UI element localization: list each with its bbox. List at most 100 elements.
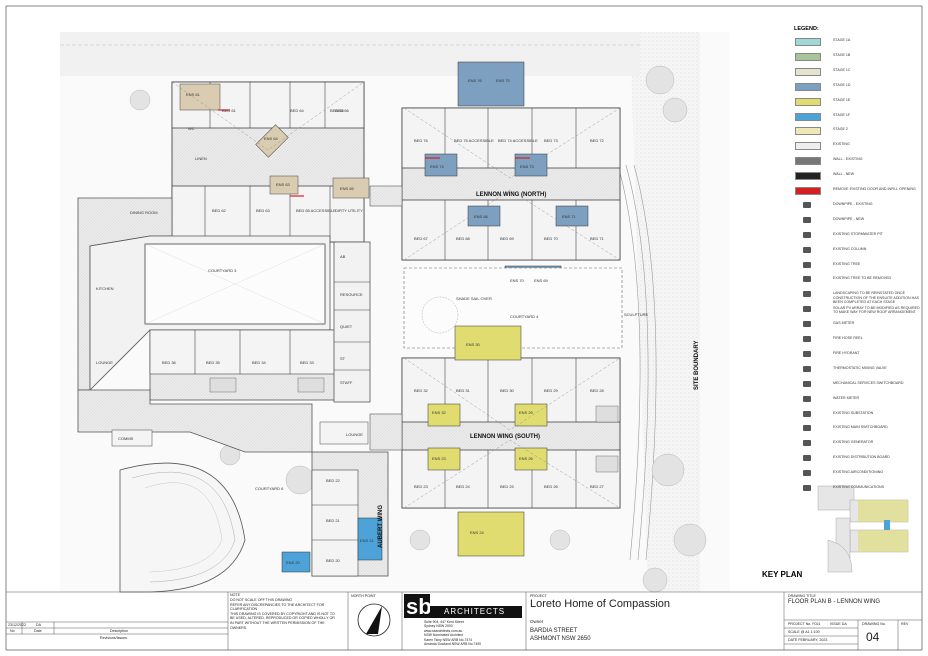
architect-address-line: Sydney NSW 2000 [424,624,453,629]
room-label: LOUNGE [346,432,363,437]
legend-swatch [803,395,811,402]
room-label: BED 24 [456,484,471,489]
legend-label: MECHANICAL SERVICES SWITCHBOARD [833,380,904,385]
room-label: BED 29 [544,388,559,393]
project-number: PROJECT No. F021 [788,622,821,626]
revision-col-description: Description [110,629,128,633]
legend-label: EXISTING AIRCONDITIONING [833,470,884,475]
legend-swatch [795,38,821,46]
room-label: BED 75 ACCESSIBLE [454,138,494,143]
room-label: BED 61 [222,108,237,113]
legend-label: WALL - NEW [833,172,855,177]
legend-item: STAGE 1D [787,81,927,95]
note-line: OWNERS. [230,625,248,630]
legend-item: STAGE 1F [787,111,927,125]
legend-label: EXISTING TREE [833,261,861,266]
room-label: BED 69 [500,236,515,241]
legend-item: DOWNPIPE - NEW [787,215,927,229]
ensuite-label: ENS 68 [474,214,489,219]
legend-label: DOWNPIPE - EXISTING [833,201,873,206]
ensuite-label: ENS 64 [264,136,279,141]
sculpture-label: SCULPTURE [624,312,649,317]
room-label: BED 31 [456,388,471,393]
legend-label: EXISTING STORMWATER PIT [833,231,883,236]
sb-architects-logo: sb [404,594,522,619]
room-label: WC [188,126,195,131]
courtyard-3-label: COURTYARD 3 [208,268,237,273]
room-label: DINING ROOM [130,210,158,215]
legend-swatch [795,187,821,195]
note-line: CLARIFICATION [230,607,258,612]
legend-item: EXISTING SUBSTATION [787,409,927,423]
room-label: LINEN [195,156,207,161]
ensuite-label: ENS 69 [534,278,549,283]
rev-label: REV [901,622,909,626]
owner-label: Owner [530,619,544,624]
room-label: BED 35 [206,360,221,365]
ensuite-label: ENS 71 [562,214,577,219]
room-label: BED 76 [414,138,429,143]
legend-label: EXISTING SUBSTATION [833,410,874,415]
legend-swatch [803,470,811,477]
legend-item: WALL - NEW [787,170,927,184]
room-label: BED 68 [456,236,471,241]
wing-label-north: LENNON WING (NORTH) [476,192,546,198]
legend-label: WALL - EXISTING [833,157,863,162]
room-label: BED 33 [300,360,315,365]
wing-label-aubert: AUBERT WING [378,505,384,548]
architect-address-line: NSW Nominated Architect [424,633,464,638]
legend-swatch [795,97,821,106]
revision-issue: DA [36,623,41,627]
drawing-title: FLOOR PLAN B - LENNON WING [788,599,881,605]
room-label: BED 67 [414,236,429,241]
legend-swatch [803,246,811,253]
room-label: BED 71 [590,236,605,241]
room-label: BED 28 [590,388,605,393]
legend-item: STAGE 1C [787,66,927,80]
legend-swatch [803,440,811,447]
legend-item: STAGE 1E [787,96,927,110]
ensuite-label: ENS 76 [468,78,483,83]
drawing-date: DATE FEBRUARY, 2023 [788,638,828,642]
note-line: IN PART WITHOUT THE WRITTEN PERMISSION O… [230,621,325,625]
legend-label: THERMOSTATIC MIXING VALVE [833,365,887,370]
legend-item: THERMOSTATIC MIXING VALVE [787,364,927,378]
ensuite-label: ENS 65 [340,186,355,191]
ensuite-label: ENS 20 [286,560,301,565]
legend-swatch [803,425,811,432]
legend-swatch [803,276,811,283]
legend-label: GAS METER [833,321,855,326]
room-label: BED 27 [590,484,605,489]
note-line: DO NOT SCALE OFF THIS DRAWING [230,598,293,602]
shade-sail-label: SHADE SAIL OVER [456,296,492,301]
ensuite-label: ENS 30 [466,342,481,347]
ensuite-label: ENS 21 [360,538,375,543]
site-boundary-label: SITE BOUNDARY [694,341,700,390]
note-line: REFER ANY DISCREPANCIES TO THE ARCHITECT… [230,602,325,607]
project-label: PROJECT [530,594,547,598]
drawing-number-label: DRAWING No. [862,622,886,626]
legend-swatch [803,201,811,208]
legend-label: STAGE 1D [833,82,851,87]
legend-item: STAGE 1A [787,36,927,50]
legend-label: EXISTING [833,142,850,147]
svg-text:sb: sb [406,594,432,619]
ensuite-label: ENS 75 [496,78,511,83]
legend-label: EXISTING TREE TO BE REMOVED [833,276,892,281]
key-plan-label: KEY PLAN [762,570,803,579]
legend-swatch [795,142,821,151]
room-label: STAFF [340,380,353,385]
legend-swatch [795,157,821,166]
courtyard-6-label: COURTYARD 6 [255,486,284,491]
project-name: Loreto Home of Compassion [530,598,671,610]
legend-swatch [795,127,821,136]
legend-label: EXISTING GENERATOR [833,440,874,445]
legend-item: FIRE HOSE REEL [787,334,927,348]
north-point-label: NORTH POINT [351,594,376,598]
architect-address-line: Amanda Dowland NSW ARB No.7490 [424,642,482,646]
room-label: BED 62 [212,208,227,213]
ensuite-label: ENS 63 [276,182,291,187]
project-street: BARDIA STREET [530,628,578,634]
room-label: BED 72 [590,138,605,143]
